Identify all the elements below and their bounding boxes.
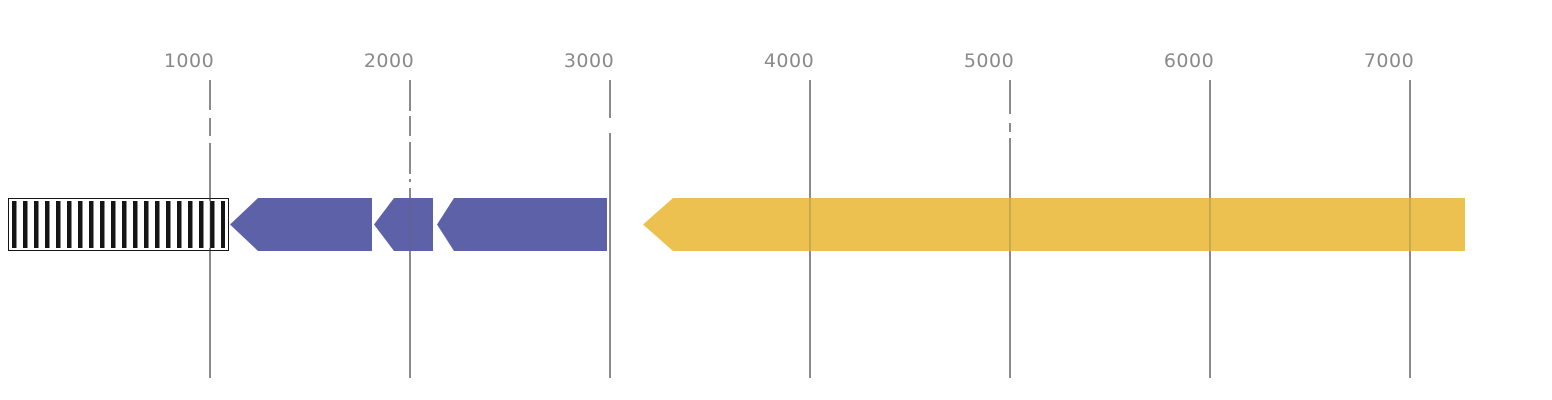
axis-tick-label: 7000 — [1363, 50, 1415, 72]
purple-arrow-2 — [374, 198, 433, 251]
axis-gridline-through-feature — [209, 198, 211, 251]
axis-gridline — [409, 188, 411, 378]
axis-tick-label: 4000 — [763, 50, 815, 72]
axis-gridline — [209, 80, 211, 110]
axis-gridline — [409, 142, 411, 174]
axis-gridline — [609, 80, 611, 118]
axis-gridline — [1009, 123, 1011, 132]
purple-arrow-3 — [437, 198, 607, 251]
axis-gridline — [1009, 138, 1011, 378]
purple-arrow-1 — [230, 198, 372, 251]
axis-gridline-through-feature — [1209, 198, 1211, 251]
axis-tick-label: 5000 — [963, 50, 1015, 72]
gold-arrow — [643, 198, 1465, 251]
axis-tick-label: 2000 — [363, 50, 415, 72]
axis-gridline — [609, 133, 611, 378]
axis-gridline — [409, 80, 411, 111]
axis-gridline — [209, 118, 211, 136]
axis-gridline — [1009, 80, 1011, 114]
axis-gridline — [209, 143, 211, 378]
hatched-feature-box — [8, 198, 229, 251]
axis-gridline-through-feature — [1009, 198, 1011, 251]
axis-gridline-through-feature — [1409, 198, 1411, 251]
axis-gridline — [409, 116, 411, 136]
axis-tick-label: 6000 — [1163, 50, 1215, 72]
axis-tick-label: 3000 — [563, 50, 615, 72]
axis-gridline-through-feature — [409, 198, 411, 251]
axis-gridline — [409, 179, 411, 182]
axis-gridline-through-feature — [809, 198, 811, 251]
axis-tick-label: 1000 — [163, 50, 215, 72]
